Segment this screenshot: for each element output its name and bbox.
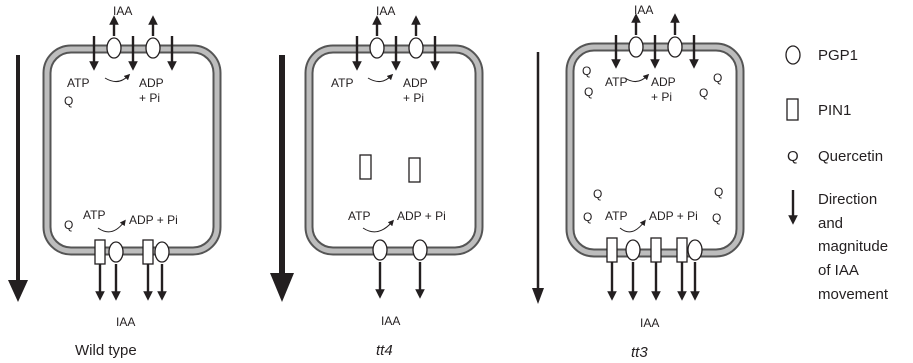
- atp-label: ATP: [605, 75, 627, 89]
- pgp1-transporter: [109, 242, 123, 262]
- pgp1-transporter: [373, 240, 387, 260]
- quercetin-symbol: Q: [714, 185, 723, 199]
- pin1-transporter: [651, 238, 661, 262]
- pin1-internal: [360, 155, 371, 179]
- iaa-label: IAA: [381, 314, 400, 328]
- pgp1-transporter: [688, 240, 702, 260]
- pgp1-transporter: [107, 38, 121, 58]
- pgp1-transporter: [626, 240, 640, 260]
- legend-direction-5: movement: [818, 286, 889, 303]
- adp-label: ADP: [139, 76, 164, 90]
- quercetin-legend-icon: Q: [787, 148, 799, 165]
- pin1-transporter: [143, 240, 153, 264]
- legend-quercetin: Quercetin: [818, 148, 883, 165]
- panel-title: tt4: [376, 342, 393, 359]
- quercetin-symbol: Q: [64, 94, 73, 108]
- pgp1-transporter: [146, 38, 160, 58]
- pin1-transporter: [607, 238, 617, 262]
- quercetin-symbol: Q: [593, 187, 602, 201]
- quercetin-symbol: Q: [712, 211, 721, 225]
- quercetin-symbol: Q: [699, 86, 708, 100]
- pi-label: + Pi: [139, 91, 160, 105]
- legend: PGP1 PIN1 Q Quercetin Direction and magn…: [786, 46, 889, 303]
- atp-label: ATP: [83, 208, 105, 222]
- pin1-transporter: [95, 240, 105, 264]
- panel-wild-type: IAA ATP ADP + Pi Q Q ATP ADP + Pi IAA Wi…: [8, 4, 217, 359]
- pgp1-transporter: [629, 37, 643, 57]
- iaa-label: IAA: [634, 3, 653, 17]
- direction-arrow: [270, 55, 294, 302]
- legend-direction-4: of IAA: [818, 262, 859, 279]
- pin1-transporter: [677, 238, 687, 262]
- direction-arrow: [532, 52, 544, 304]
- atp-label: ATP: [348, 209, 370, 223]
- atp-label: ATP: [67, 76, 89, 90]
- panel-tt4: IAA ATP ADP + Pi ATP ADP + Pi IAA tt4: [270, 4, 479, 359]
- quercetin-symbol: Q: [64, 218, 73, 232]
- pi-label: + Pi: [651, 90, 672, 104]
- atp-label: ATP: [605, 209, 627, 223]
- iaa-label: IAA: [113, 4, 132, 18]
- legend-direction-3: magnitude: [818, 238, 888, 255]
- iaa-label: IAA: [376, 4, 395, 18]
- panel-title: tt3: [631, 344, 648, 361]
- pgp1-legend-icon: [786, 46, 800, 64]
- quercetin-symbol: Q: [582, 64, 591, 78]
- legend-direction-1: Direction: [818, 191, 877, 208]
- pgp1-transporter: [370, 38, 384, 58]
- panel-tt3: IAA ATP ADP + Pi Q Q Q Q Q Q Q Q ATP ADP…: [532, 3, 740, 361]
- adp-pi-label: ADP + Pi: [649, 209, 698, 223]
- quercetin-symbol: Q: [584, 85, 593, 99]
- quercetin-symbol: Q: [583, 210, 592, 224]
- pi-label: + Pi: [403, 91, 424, 105]
- legend-pgp1: PGP1: [818, 47, 858, 64]
- adp-label: ADP: [651, 75, 676, 89]
- pgp1-transporter: [668, 37, 682, 57]
- panel-title: Wild type: [75, 342, 137, 359]
- pgp1-transporter: [155, 242, 169, 262]
- adp-pi-label: ADP + Pi: [129, 213, 178, 227]
- pgp1-transporter: [409, 38, 423, 58]
- atp-label: ATP: [331, 76, 353, 90]
- adp-label: ADP: [403, 76, 428, 90]
- pgp1-transporter: [413, 240, 427, 260]
- adp-pi-label: ADP + Pi: [397, 209, 446, 223]
- pin1-internal: [409, 158, 420, 182]
- legend-direction-2: and: [818, 215, 843, 232]
- quercetin-symbol: Q: [713, 71, 722, 85]
- pin1-legend-icon: [787, 99, 798, 120]
- iaa-label: IAA: [640, 316, 659, 330]
- direction-arrow: [8, 55, 28, 302]
- iaa-label: IAA: [116, 315, 135, 329]
- legend-pin1: PIN1: [818, 102, 851, 119]
